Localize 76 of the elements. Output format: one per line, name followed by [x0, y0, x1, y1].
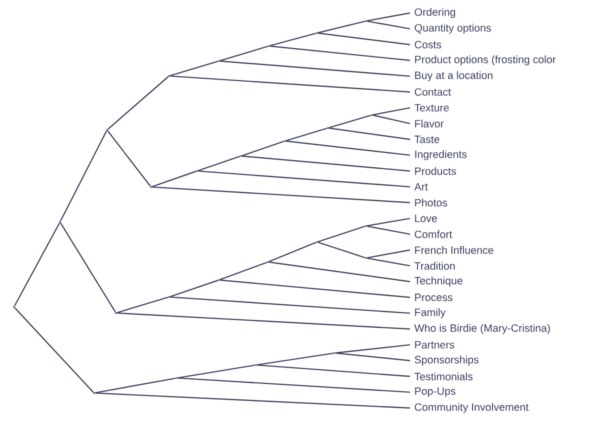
branch-line: [107, 76, 169, 130]
branch-line: [170, 296, 410, 314]
branch-line: [318, 20, 366, 34]
branch-line: [117, 312, 410, 330]
branch-line: [198, 170, 410, 188]
branch-line: [367, 218, 410, 226]
branch-line: [367, 12, 410, 22]
leaf-label: Flavor: [415, 120, 444, 128]
branch-line: [318, 242, 366, 258]
leaf-label: Comfort: [414, 230, 452, 238]
leaf-label: Contact: [414, 88, 451, 96]
leaf-label: Texture: [414, 104, 449, 112]
leaf-label: Taste: [414, 136, 440, 144]
branch-line: [367, 249, 410, 258]
leaf-label: Love: [415, 214, 437, 222]
branch-line: [257, 352, 334, 366]
branch-line: [220, 60, 410, 77]
leaf-label: Technique: [414, 276, 462, 287]
branch-line: [60, 222, 116, 312]
branch-line: [373, 107, 410, 116]
branch-line: [336, 352, 410, 362]
branch-line: [220, 280, 410, 298]
leaf-label: Who is Birdie (Mary-Cristina): [414, 324, 550, 334]
branch-line: [152, 186, 410, 204]
branch-line: [107, 130, 151, 186]
branch-line: [269, 262, 410, 282]
branch-line: [257, 364, 410, 377]
branch-line: [178, 377, 410, 393]
branch-line: [336, 344, 410, 354]
branch-line: [328, 114, 372, 128]
leaf-label: Pop-Ups: [415, 387, 456, 397]
leaf-label: Ordering: [414, 8, 456, 18]
branch-line: [268, 242, 316, 262]
leaf-label: Process: [415, 294, 452, 302]
branch-line: [14, 222, 60, 306]
branch-line: [286, 128, 328, 142]
branch-line: [198, 156, 240, 172]
leaf-label: Partners: [415, 341, 454, 349]
leaf-label: Quantity options: [414, 24, 491, 34]
branch-line: [170, 280, 218, 298]
branch-line: [270, 32, 316, 46]
leaf-label: Costs: [414, 40, 442, 48]
leaf-label: Testimonials: [414, 372, 473, 380]
leaf-label: Community Involvement: [414, 403, 529, 413]
branch-line: [14, 307, 94, 393]
leaf-label: French Influence: [415, 246, 494, 254]
branch-line: [318, 32, 410, 46]
branch-line: [372, 114, 410, 124]
branch-line: [170, 60, 218, 76]
branch-line: [270, 46, 410, 61]
branch-line: [170, 75, 410, 93]
branch-line: [220, 46, 268, 62]
branch-line: [95, 392, 410, 409]
branch-line: [367, 226, 410, 235]
branch-line: [116, 296, 168, 314]
branch-line: [286, 140, 410, 156]
leaf-label: Product options (frosting color: [415, 55, 556, 66]
leaf-label: Tradition: [414, 262, 455, 270]
leaf-label: Buy at a location: [415, 71, 492, 82]
branch-line: [95, 378, 176, 394]
branch-line: [220, 262, 268, 280]
branch-line: [329, 128, 410, 140]
branch-line: [242, 140, 284, 156]
branch-line: [242, 156, 410, 172]
leaf-label: Art: [414, 183, 428, 191]
branch-line: [318, 226, 366, 242]
leaf-label: Sponsorships: [414, 356, 479, 366]
branch-line: [178, 364, 255, 378]
leaf-label: Products: [415, 167, 456, 175]
branch-line: [367, 20, 410, 30]
leaf-label: Family: [415, 308, 446, 318]
leaf-label: Ingredients: [415, 150, 467, 160]
branch-line: [152, 170, 196, 188]
branch-line: [367, 258, 410, 266]
leaf-label: Photos: [415, 198, 448, 207]
branch-line: [60, 130, 108, 222]
